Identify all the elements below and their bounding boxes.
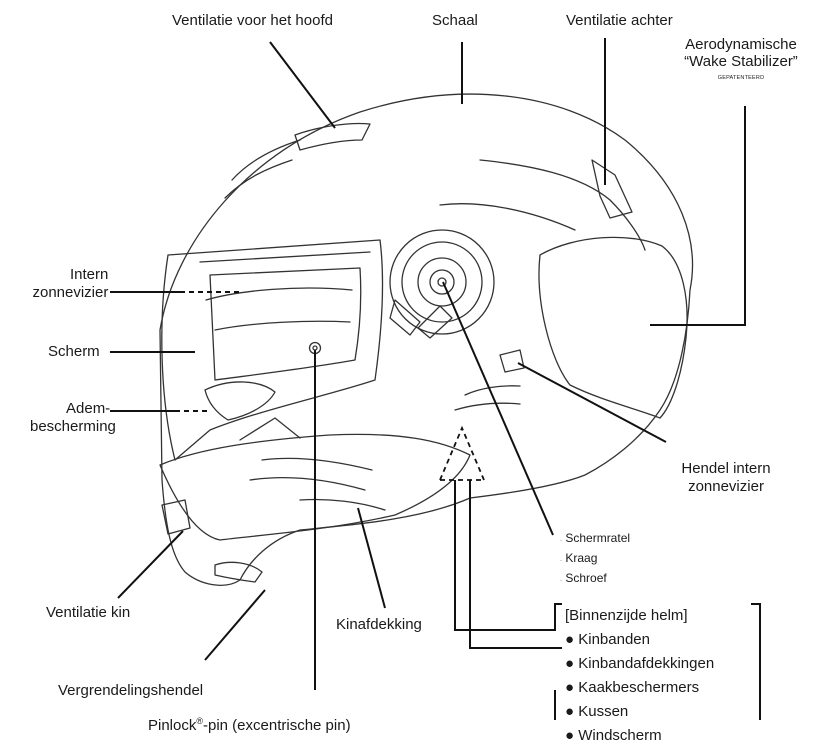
lever-label: Hendel intern zonnevizier <box>666 460 786 496</box>
inside-item-label: Kinbanden <box>578 631 650 648</box>
top-vent <box>295 123 370 150</box>
lever-shape <box>500 350 524 372</box>
breath-guard-label: Adem- bescherming <box>30 400 116 436</box>
inside-helmet-list: [Binnenzijde helm] ● Kinbanden ● Kinband… <box>565 604 714 742</box>
pinlock-mark: ® <box>196 716 203 726</box>
sun-visor-label: Intern zonnevizier <box>70 266 108 302</box>
wake-stabilizer-label: Aerodynamische “Wake Stabilizer” GEPATEN… <box>676 36 806 87</box>
shield-label: Scherm <box>48 343 100 361</box>
inside-item-label: Kinbandafdekkingen <box>578 655 714 672</box>
inside-item: ● Kinbandafdekkingen <box>565 652 714 676</box>
breath-guard-line1: Adem- <box>66 400 116 418</box>
ratchet-label: Schermratel <box>565 531 630 545</box>
wake-stabilizer <box>539 237 687 418</box>
vent-head-label: Ventilatie voor het hoofd <box>172 12 333 30</box>
inside-item-label: Windscherm <box>578 727 661 742</box>
inside-item: ● Windscherm <box>565 724 714 742</box>
helmet-shell-outline <box>160 94 692 585</box>
pinlock-label: Pinlock®-pin (excentrische pin) <box>148 712 351 735</box>
wake-stabilizer-line1: Aerodynamische <box>676 36 806 53</box>
sun-visor-line2: zonnevizier <box>25 284 108 302</box>
pinlock-brand: Pinlock <box>148 717 196 734</box>
vent-rear-label: Ventilatie achter <box>566 12 673 30</box>
pinlock-rest: -pin (excentrische pin) <box>203 717 351 734</box>
inside-item-label: Kussen <box>578 703 628 720</box>
inside-item: ● Kaakbeschermers <box>565 676 714 700</box>
inside-item-label: Kaakbeschermers <box>578 679 699 696</box>
lever-line1: Hendel intern <box>666 460 786 478</box>
rear-vent <box>592 160 632 218</box>
sun-visor-line1: Intern <box>70 266 108 284</box>
ratchet-disk-outer <box>390 230 494 334</box>
patent-note: GEPATENTEERD <box>676 70 806 87</box>
sun-visor <box>210 268 361 380</box>
screw-label: Schroef <box>565 571 606 585</box>
wake-stabilizer-line2: “Wake Stabilizer” <box>676 53 806 70</box>
inside-title: [Binnenzijde helm] <box>565 604 714 628</box>
inside-arrow <box>440 428 484 480</box>
inside-item: ● Kussen <box>565 700 714 724</box>
chin-vent-label: Ventilatie kin <box>46 604 130 622</box>
breath-guard-line2: bescherming <box>30 418 116 436</box>
face-shield <box>162 240 383 460</box>
breath-guard <box>205 382 275 420</box>
lever-line2: zonnevizier <box>666 478 786 496</box>
collar-label: Kraag <box>565 551 597 565</box>
chin-cover-label: Kinafdekking <box>336 616 422 634</box>
inside-item: ● Kinbanden <box>565 628 714 652</box>
shell-label: Schaal <box>432 12 478 30</box>
lock-lever-label: Vergrendelingshendel <box>58 682 203 700</box>
ratchet-labels: · Schermratel · Kraag · Schroef <box>560 530 630 590</box>
lock-lever-shape <box>215 562 262 582</box>
